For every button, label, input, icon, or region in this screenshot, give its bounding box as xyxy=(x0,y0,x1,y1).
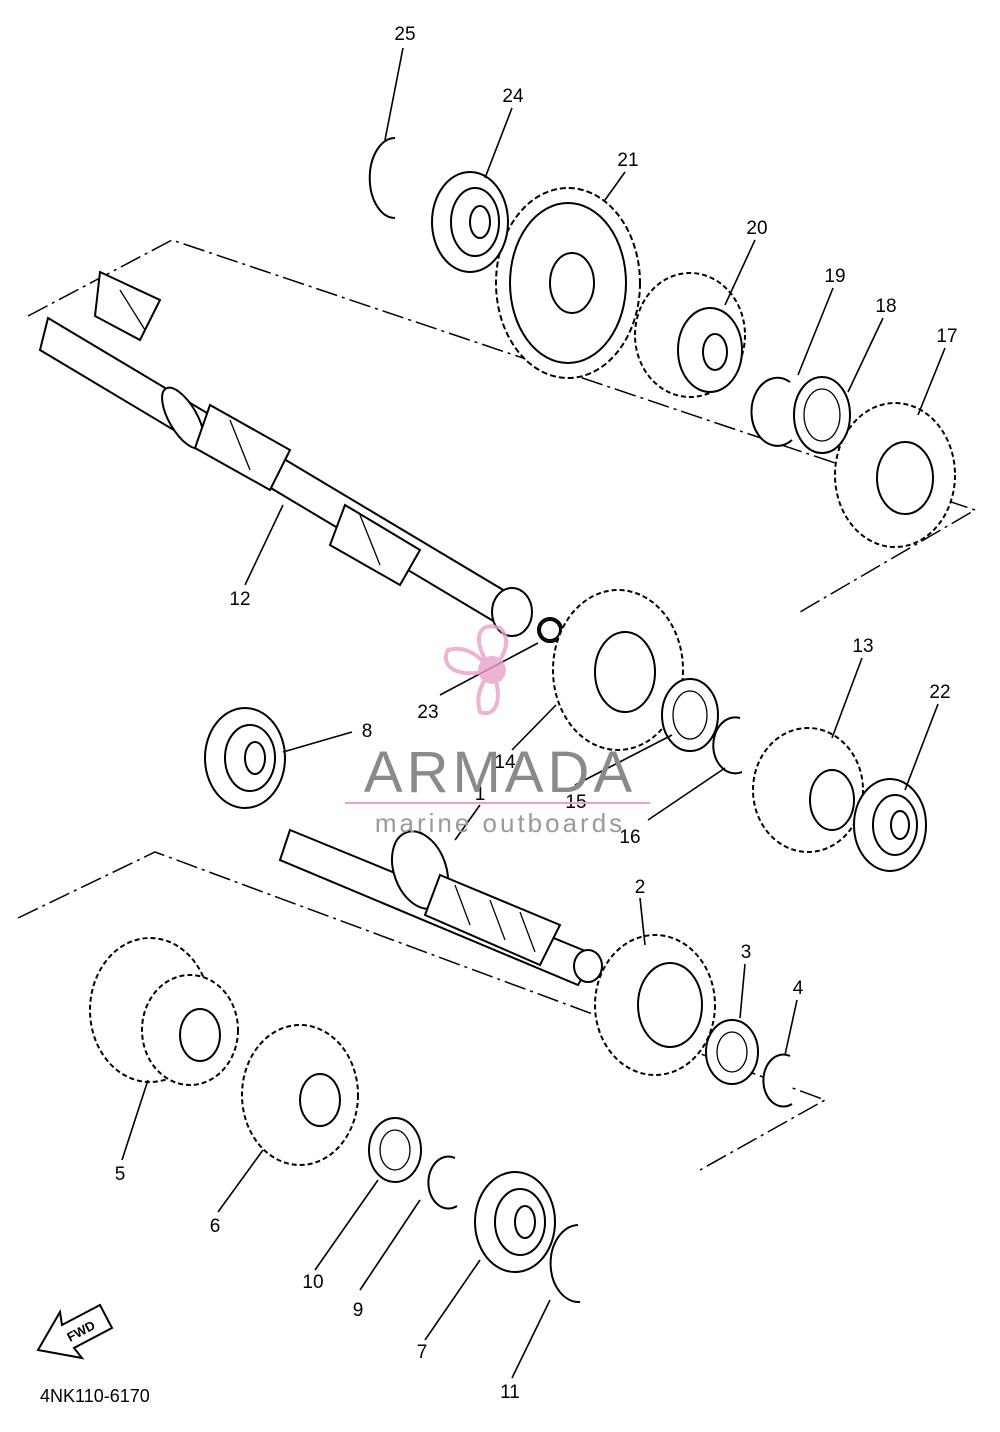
circlip-16 xyxy=(712,716,743,775)
circlip-19 xyxy=(750,376,793,447)
gear-6 xyxy=(241,1024,359,1166)
callout-13: 13 xyxy=(852,636,873,657)
callout-10: 10 xyxy=(302,1272,323,1293)
callout-6: 6 xyxy=(210,1216,221,1237)
callout-20: 20 xyxy=(746,218,767,239)
callout-5: 5 xyxy=(115,1164,126,1185)
circlip-11 xyxy=(549,1224,581,1304)
callout-17: 17 xyxy=(936,326,957,347)
gear-20 xyxy=(634,272,746,398)
callout-11: 11 xyxy=(500,1382,520,1403)
callout-8: 8 xyxy=(362,721,373,742)
callout-2: 2 xyxy=(635,877,646,898)
bearing-7 xyxy=(474,1171,556,1273)
washer-10 xyxy=(368,1117,422,1183)
callout-3: 3 xyxy=(741,942,752,963)
callout-14: 14 xyxy=(494,752,516,773)
callout-9: 9 xyxy=(353,1300,364,1321)
gear-13 xyxy=(752,727,864,853)
washer-15 xyxy=(661,678,719,752)
main-axle-12 xyxy=(38,270,563,643)
circlip-9 xyxy=(427,1155,458,1210)
callout-1: 1 xyxy=(475,784,486,805)
tagline-watermark: marine outboards xyxy=(375,808,625,838)
bearing-22 xyxy=(853,778,927,872)
lower-group-outline xyxy=(17,851,827,1171)
leader-lines xyxy=(121,47,946,1379)
brand-propeller-logo xyxy=(444,624,509,716)
callout-4: 4 xyxy=(793,978,804,999)
bearing-8 xyxy=(204,707,286,809)
collar-23 xyxy=(539,619,561,641)
gear-5 xyxy=(89,937,239,1086)
brand-watermark: ARMADA xyxy=(364,740,636,805)
gear-14 xyxy=(552,589,684,751)
fwd-arrow-icon: FWD xyxy=(36,1303,114,1360)
part-number-labels: 25 24 21 20 19 18 17 12 23 14 15 16 13 2… xyxy=(115,24,958,1403)
gear-17 xyxy=(834,402,956,548)
callout-24: 24 xyxy=(502,86,524,107)
gear-2 xyxy=(594,934,716,1076)
callout-21: 21 xyxy=(617,150,638,171)
circlip-4 xyxy=(762,1053,793,1108)
callout-16: 16 xyxy=(619,827,640,848)
drive-axle-1 xyxy=(278,828,603,987)
callout-7: 7 xyxy=(417,1342,428,1363)
callout-25: 25 xyxy=(394,24,415,45)
callout-19: 19 xyxy=(824,266,845,287)
callout-18: 18 xyxy=(875,296,896,317)
part-code: 4NK110-6170 xyxy=(40,1386,150,1406)
circlip-25 xyxy=(368,137,396,219)
washer-18 xyxy=(793,376,851,454)
gear-21 xyxy=(495,187,641,379)
callout-23: 23 xyxy=(417,702,438,723)
washer-3 xyxy=(705,1019,759,1085)
callout-12: 12 xyxy=(229,589,250,610)
bearing-24 xyxy=(431,171,509,273)
callout-22: 22 xyxy=(929,682,950,703)
